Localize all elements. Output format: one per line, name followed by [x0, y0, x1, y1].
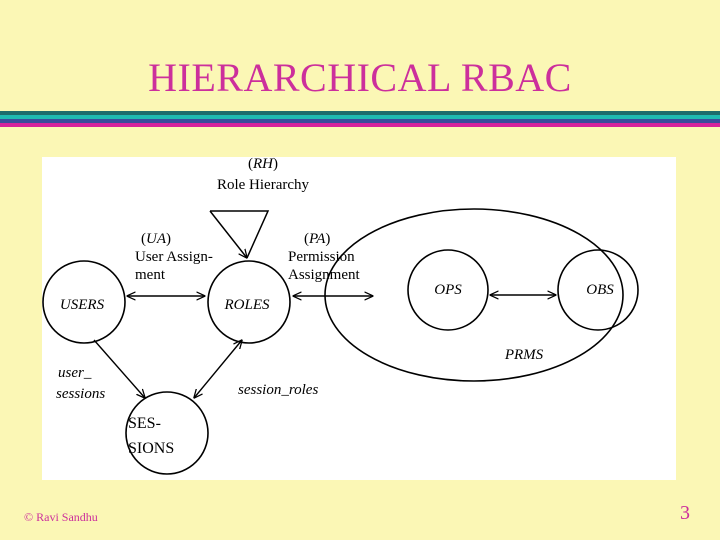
rh-label: Role Hierarchy — [217, 177, 310, 193]
sessions-label-line1: SES- — [128, 415, 161, 432]
obs-label: OBS — [586, 282, 614, 298]
rule-band-teal-dark — [0, 111, 720, 115]
ops-label: OPS — [434, 282, 462, 298]
ua-abbr-text: UA — [146, 231, 167, 247]
session-roles-edge — [194, 340, 242, 398]
rule-band-blue — [0, 119, 720, 123]
ua-open: ( — [141, 231, 146, 247]
rh-open: ( — [248, 157, 253, 172]
pa-close: ) — [325, 231, 330, 247]
ops-node — [407, 249, 489, 331]
user-sessions-line1: user_ — [58, 365, 92, 381]
rbac-diagram: USERS ROLES SES- SIONS OPS OBS PRMS (RH)… — [42, 157, 676, 480]
user-sessions-line2: sessions — [56, 386, 105, 402]
page-number: 3 — [680, 502, 690, 524]
pa-open: ( — [304, 231, 309, 247]
users-label: USERS — [60, 297, 105, 313]
prms-label: PRMS — [504, 347, 544, 363]
ua-close: ) — [166, 231, 171, 247]
roles-label: ROLES — [224, 297, 271, 313]
role-hierarchy-triangle — [210, 210, 270, 259]
prms-ellipse — [324, 208, 624, 382]
user-sessions-edge — [93, 339, 145, 398]
pa-line2: Assignment — [288, 267, 361, 283]
rule-band-teal-light — [0, 115, 720, 119]
ua-abbr: (UA) — [141, 231, 171, 247]
pa-line1: Permission — [288, 249, 355, 265]
pa-abbr-text: PA — [308, 231, 326, 247]
sessions-label-line2: SIONS — [128, 440, 174, 457]
sessions-node — [125, 391, 209, 475]
footer-credit: © Ravi Sandhu — [24, 510, 98, 524]
title-rule-bands — [0, 111, 720, 127]
rule-band-magenta — [0, 123, 720, 127]
rh-abbr-text: RH — [252, 157, 274, 172]
ua-line2: ment — [135, 267, 166, 283]
pa-abbr: (PA) — [304, 231, 330, 247]
ua-line1: User Assign- — [135, 249, 213, 265]
obs-node — [557, 249, 639, 331]
role-hierarchy-arrow — [209, 210, 247, 258]
rh-abbr: (RH) — [248, 157, 278, 172]
session-roles-label: session_roles — [238, 382, 318, 398]
users-node — [42, 260, 126, 344]
slide-title: HIERARCHICAL RBAC — [148, 55, 572, 100]
roles-node — [207, 260, 291, 344]
rh-close: ) — [273, 157, 278, 172]
